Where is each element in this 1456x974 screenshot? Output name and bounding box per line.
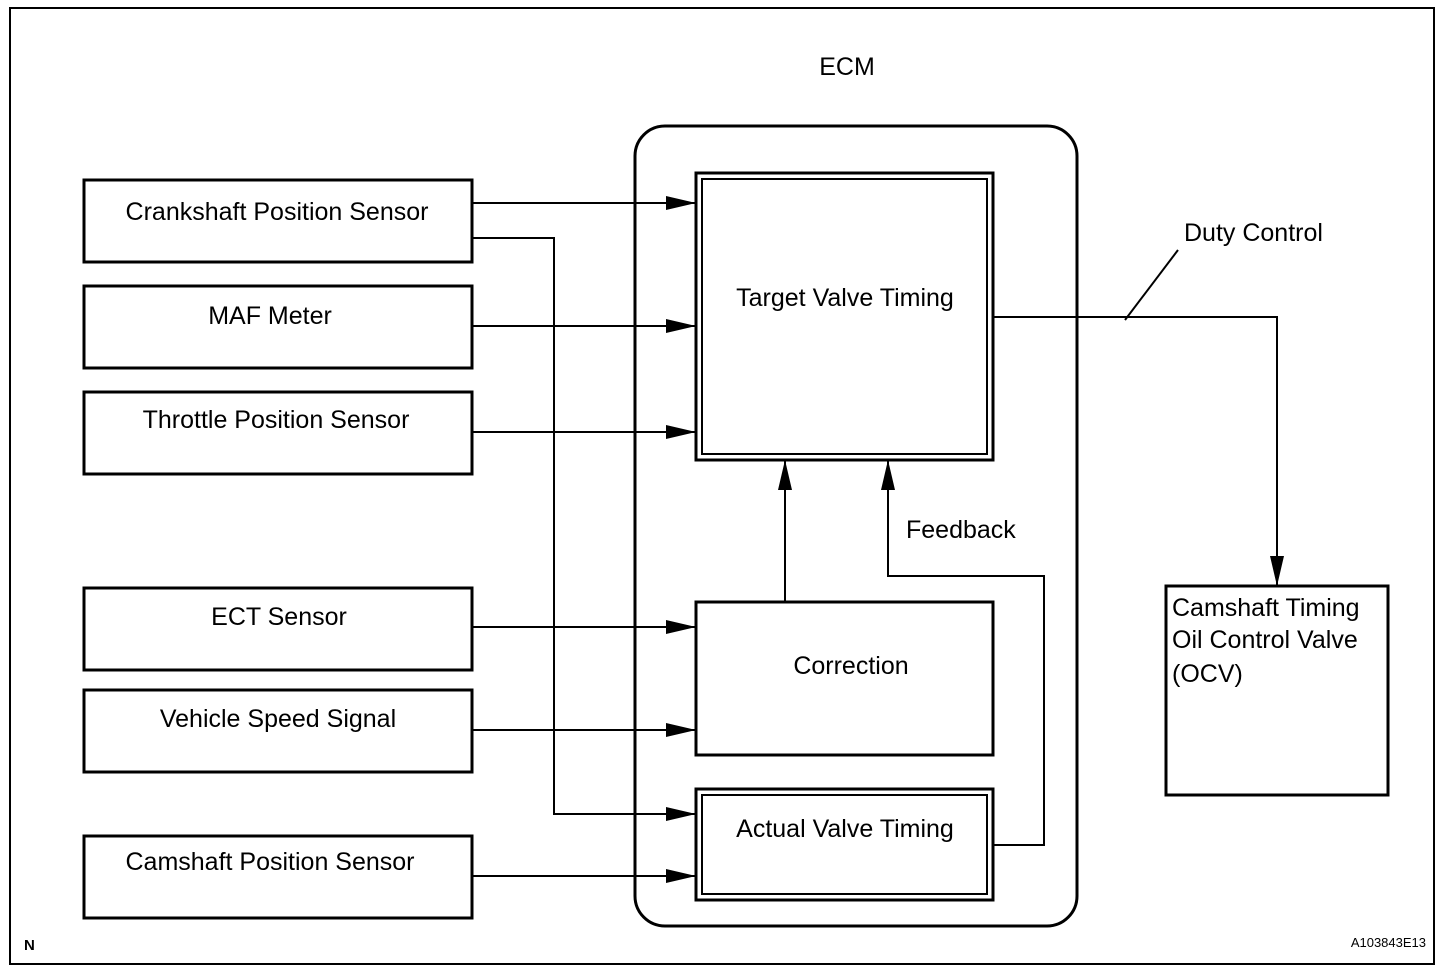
output-ocv-box: Camshaft Timing Oil Control Valve (OCV) — [1164, 584, 1390, 797]
block-target-valve-timing: Target Valve Timing — [694, 171, 995, 462]
ocv-label-line3: (OCV) — [1172, 660, 1243, 688]
input-vehicle-speed-label: Vehicle Speed Signal — [160, 705, 396, 733]
ocv-label-line2: Oil Control Valve — [1172, 626, 1358, 654]
correction-label: Correction — [793, 652, 908, 680]
input-crankshaft-position-sensor: Crankshaft Position Sensor — [82, 178, 474, 264]
input-ect-sensor: ECT Sensor — [82, 586, 474, 672]
feedback-label: Feedback — [906, 516, 1016, 544]
arrow-crankshaft-to-actual — [472, 237, 696, 821]
input-camshaft-label: Camshaft Position Sensor — [125, 848, 414, 876]
corner-mark: N — [24, 937, 35, 954]
target-valve-timing-label: Target Valve Timing — [736, 284, 954, 312]
input-maf-meter: MAF Meter — [82, 284, 474, 370]
figure-id: A103843E13 — [1351, 935, 1426, 950]
arrow-target-to-ocv — [993, 316, 1284, 586]
block-correction: Correction — [694, 600, 995, 757]
ecm-label: ECM — [819, 53, 875, 81]
ecm-container — [633, 124, 1079, 928]
arrow-feedback-loop — [881, 460, 1045, 846]
actual-valve-timing-label: Actual Valve Timing — [736, 815, 954, 843]
input-maf-label: MAF Meter — [208, 302, 332, 330]
outer-frame — [9, 7, 1435, 965]
input-throttle-label: Throttle Position Sensor — [143, 406, 410, 434]
input-crankshaft-label: Crankshaft Position Sensor — [126, 198, 429, 226]
block-actual-valve-timing: Actual Valve Timing — [694, 787, 995, 902]
duty-control-leader-line — [1124, 249, 1179, 321]
input-camshaft-position-sensor: Camshaft Position Sensor — [82, 834, 474, 920]
ocv-label-line1: Camshaft Timing — [1172, 594, 1360, 622]
input-ect-label: ECT Sensor — [211, 603, 347, 631]
input-throttle-position-sensor: Throttle Position Sensor — [82, 390, 474, 476]
input-vehicle-speed-signal: Vehicle Speed Signal — [82, 688, 474, 774]
duty-control-label: Duty Control — [1184, 219, 1323, 247]
